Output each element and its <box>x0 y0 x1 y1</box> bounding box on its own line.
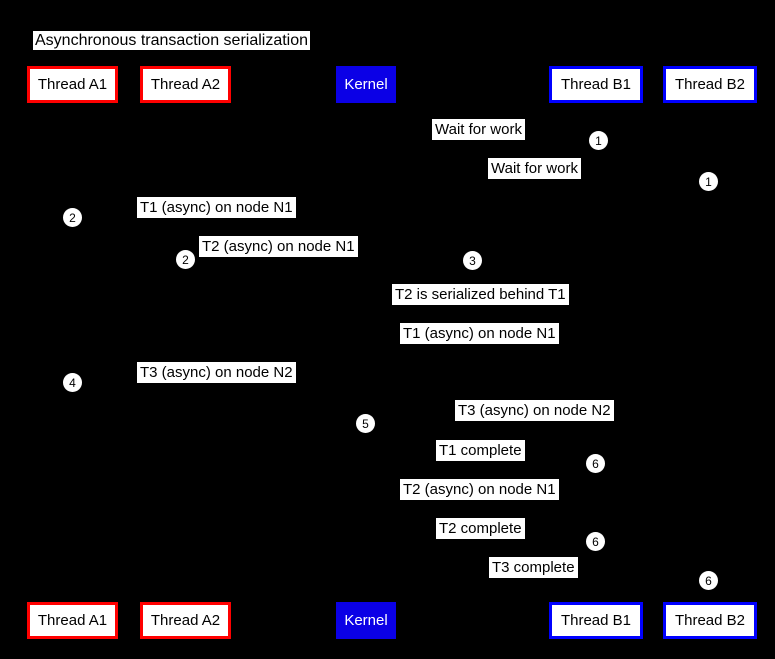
lifeline-thread-a2 <box>185 103 186 602</box>
message-label: T2 is serialized behind T1 <box>392 284 569 305</box>
message-label: T3 complete <box>489 557 578 578</box>
participant-bottom-thread-a1: Thread A1 <box>27 602 118 639</box>
step-number-badge: 1 <box>699 172 718 191</box>
participant-bottom-kernel: Kernel <box>336 602 396 639</box>
step-number-badge: 6 <box>586 454 605 473</box>
participant-top-thread-b1: Thread B1 <box>549 66 643 103</box>
step-number-badge: 4 <box>63 373 82 392</box>
lifeline-thread-b2 <box>709 103 710 602</box>
message-label: T2 complete <box>436 518 525 539</box>
participant-top-thread-a1: Thread A1 <box>27 66 118 103</box>
step-number-badge: 6 <box>586 532 605 551</box>
step-number-badge: 6 <box>699 571 718 590</box>
message-label: Wait for work <box>432 119 525 140</box>
lifeline-thread-b1 <box>595 103 596 602</box>
participant-bottom-thread-b2: Thread B2 <box>663 602 757 639</box>
step-number-badge: 5 <box>356 414 375 433</box>
message-label: T2 (async) on node N1 <box>400 479 559 500</box>
message-label: T1 complete <box>436 440 525 461</box>
lifeline-kernel <box>365 103 366 602</box>
message-label: T1 (async) on node N1 <box>400 323 559 344</box>
participant-top-kernel: Kernel <box>336 66 396 103</box>
diagram-title: Asynchronous transaction serialization <box>33 31 311 50</box>
participant-bottom-thread-b1: Thread B1 <box>549 602 643 639</box>
message-label: T3 (async) on node N2 <box>137 362 296 383</box>
message-label: Wait for work <box>488 158 581 179</box>
message-label: T1 (async) on node N1 <box>137 197 296 218</box>
participant-top-thread-b2: Thread B2 <box>663 66 757 103</box>
step-number-badge: 1 <box>589 131 608 150</box>
message-label: T2 (async) on node N1 <box>199 236 358 257</box>
step-number-badge: 3 <box>463 251 482 270</box>
step-number-badge: 2 <box>176 250 195 269</box>
participant-bottom-thread-a2: Thread A2 <box>140 602 231 639</box>
lifeline-thread-a1 <box>72 103 73 602</box>
step-number-badge: 2 <box>63 208 82 227</box>
participant-top-thread-a2: Thread A2 <box>140 66 231 103</box>
message-label: T3 (async) on node N2 <box>455 400 614 421</box>
